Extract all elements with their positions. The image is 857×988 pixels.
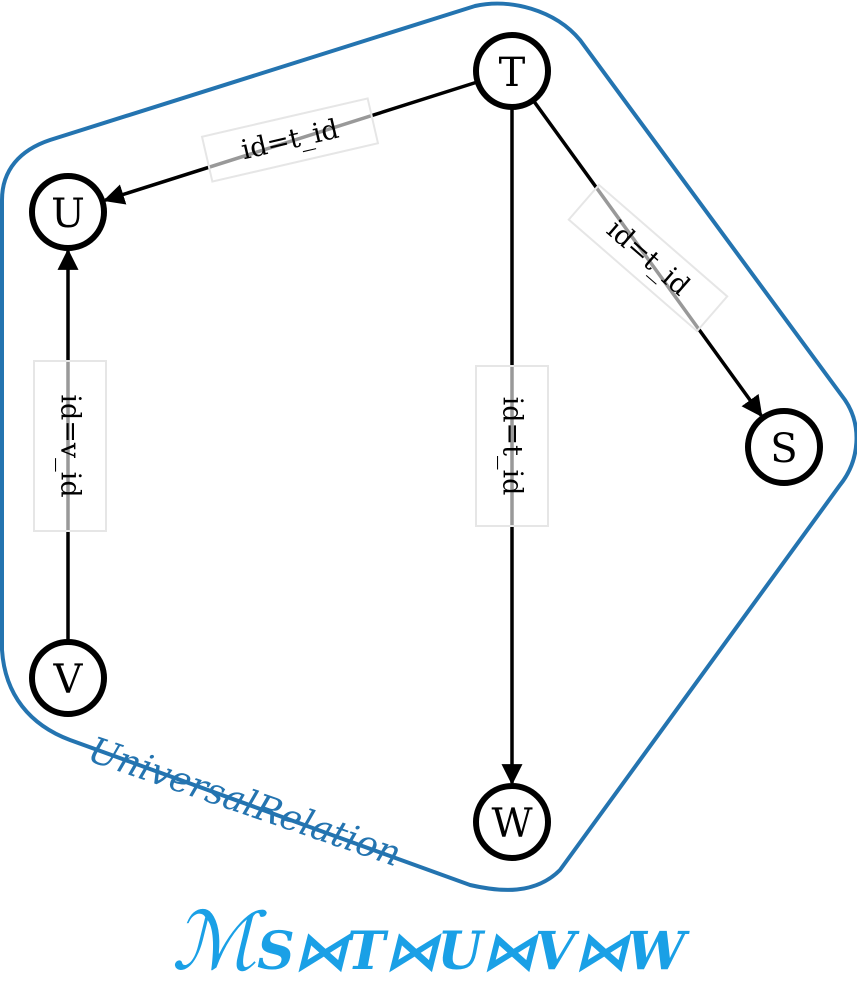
edge-label-T-U: id=t_id xyxy=(200,97,380,183)
node-circle xyxy=(29,639,107,717)
node-circle xyxy=(745,408,823,486)
formula: ℳS⋈T⋈U⋈V⋈W xyxy=(0,895,857,988)
node-S: S xyxy=(745,408,823,486)
formula-symbol: ℳ xyxy=(171,895,258,988)
universal-relation-group-outline xyxy=(0,1,857,892)
edge-label-V-U: id=v_id xyxy=(33,360,107,532)
node-label: S xyxy=(770,426,797,472)
node-label: U xyxy=(51,191,85,237)
node-U: U xyxy=(29,173,107,251)
node-V: V xyxy=(29,639,107,717)
node-circle xyxy=(473,783,551,861)
edge-label-box xyxy=(33,360,107,532)
join-graph-diagram: UniversalRelation id=t_idid=t_idid=t_idi… xyxy=(0,1,857,892)
edge-label-text: id=v_id xyxy=(55,394,86,497)
edge-label-box xyxy=(475,365,549,527)
node-label: W xyxy=(491,801,532,847)
node-circle xyxy=(473,32,551,110)
edge-label-box xyxy=(200,97,380,183)
formula-subscript: S⋈T⋈U⋈V⋈W xyxy=(257,921,686,982)
node-circle xyxy=(29,173,107,251)
node-T: T xyxy=(473,32,551,110)
edge-label-T-W: id=t_id xyxy=(475,365,549,527)
edge-label-text: id=t_id xyxy=(497,397,528,496)
node-label: V xyxy=(53,657,84,703)
universal-relation-group-label: UniversalRelation xyxy=(83,730,406,875)
nodes-layer: T U S V W xyxy=(29,32,823,861)
edge-label-box xyxy=(567,183,729,333)
node-W: W xyxy=(473,783,551,861)
node-label: T xyxy=(499,50,526,96)
